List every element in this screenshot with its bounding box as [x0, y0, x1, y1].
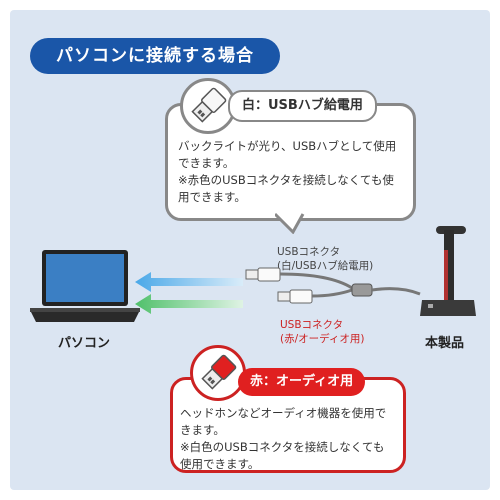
green-arrow-icon [135, 294, 243, 314]
red-connector-caption: USBコネクタ (赤/オーディオ用) [280, 319, 365, 345]
laptop-icon [30, 250, 140, 322]
usb-cable-assembly [245, 267, 421, 304]
top-callout-pointer [275, 212, 305, 234]
blue-arrow-icon [135, 272, 243, 292]
red-usb-connector-icon [277, 289, 313, 304]
data-flow-arrows [135, 272, 243, 314]
product-label: 本製品 [425, 336, 465, 351]
white-usb-connector-icon [245, 267, 281, 282]
bottom-callout-text: ヘッドホンなどオーディオ機器を使用できます。 ※白色のUSBコネクタを接続しなく… [180, 406, 387, 471]
red-usb-icon-frame [190, 345, 246, 401]
white-connector-caption: USBコネクタ (白/USBハブ給電用) [277, 246, 374, 272]
red-usb-plug-icon [201, 354, 237, 390]
pc-label: パソコン [58, 336, 111, 351]
white-usb-plug-icon [191, 87, 227, 123]
white-connector-label: 白：USBハブ給電用 [228, 90, 377, 122]
top-callout-text: バックライトが光り、USBハブとして使用できます。 ※赤色のUSBコネクタを接続… [178, 139, 397, 204]
page-title: パソコンに接続する場合 [30, 38, 280, 74]
headphone-stand-icon [420, 226, 476, 316]
red-connector-label: 赤：オーディオ用 [238, 368, 366, 396]
white-usb-icon-frame [180, 78, 236, 134]
